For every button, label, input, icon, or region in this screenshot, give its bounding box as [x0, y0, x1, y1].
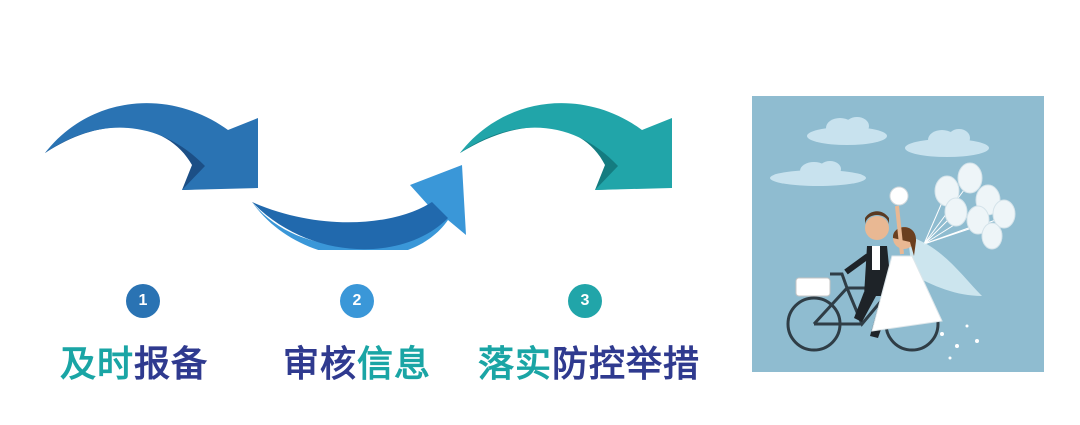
- bride-icon: [871, 186, 943, 332]
- step-3-number-badge: 3: [568, 284, 602, 318]
- cloud-icon: [770, 117, 989, 186]
- arrow-step-2: [252, 165, 466, 250]
- arrow-step-1: [45, 103, 258, 190]
- step-3-label: 落实防控举措: [478, 335, 701, 385]
- step-1-label: 及时报备: [60, 335, 209, 385]
- petals-icon: [940, 324, 979, 360]
- step-1-label-teal: 及时: [60, 344, 135, 385]
- step-2-label: 审核信息: [283, 335, 432, 385]
- arrow-1-body: [45, 103, 258, 190]
- veil-icon: [908, 236, 982, 296]
- arrow-2-shadow: [252, 202, 448, 250]
- arrow-step-3: [460, 103, 672, 190]
- arrow-3-body: [460, 103, 672, 190]
- process-arrows: [45, 103, 672, 250]
- step-1-label-navy: 报备: [134, 344, 209, 385]
- step-3-label-navy: 防控举措: [552, 344, 701, 385]
- step-1-number-badge: 1: [126, 284, 160, 318]
- bicycle-basket-icon: [795, 277, 831, 297]
- step-2-number-badge: 2: [340, 284, 374, 318]
- balloons-icon: [923, 162, 1016, 250]
- step-3-label-teal: 落实: [478, 344, 553, 385]
- wedding-couple-bicycle-illustration: [752, 96, 1044, 372]
- step-2-label-navy: 审核: [283, 344, 358, 385]
- step-2-label-teal: 信息: [357, 344, 432, 385]
